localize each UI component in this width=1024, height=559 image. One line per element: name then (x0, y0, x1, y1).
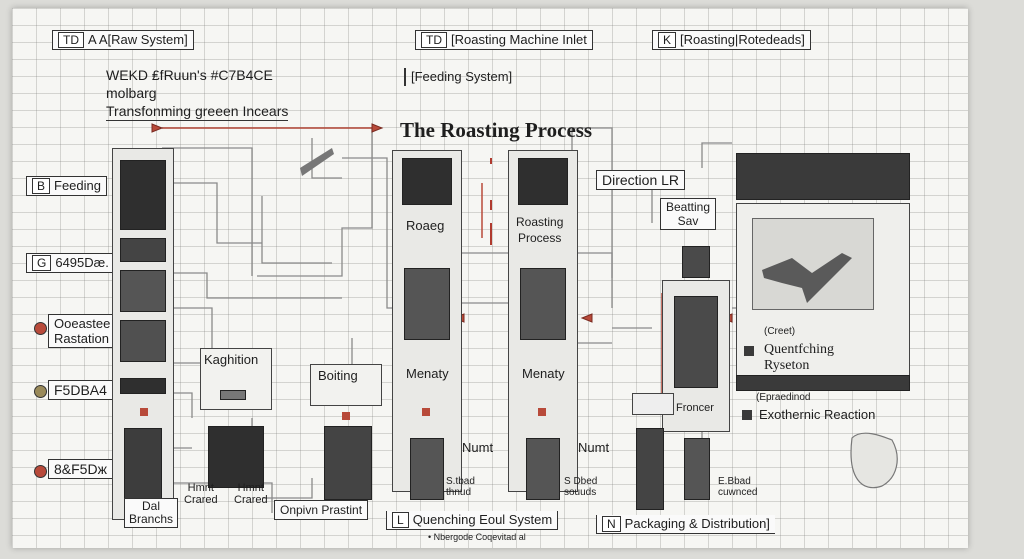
intro-line-3: Transfonming greeen Incears (106, 103, 289, 121)
mid-tick-2 (490, 200, 492, 210)
code3-indicator-dot (34, 465, 47, 478)
roaster-2-mid-window (520, 268, 566, 340)
left-label-code3: 8&F5Dж (48, 459, 113, 479)
roaster-column-1 (392, 150, 462, 492)
feeding-window-5 (120, 378, 166, 394)
left-label-rotation: Ooeastee Rastation (48, 314, 117, 348)
numt-label-1: Numt (462, 440, 494, 455)
quench-tank-array (736, 153, 910, 200)
rotation-indicator-dot (34, 322, 47, 335)
quench-flow-graphic (762, 253, 852, 303)
quenching-system-label: Quentfching Ryseton (764, 342, 834, 373)
roaster-1-drum-window (402, 158, 452, 205)
froncer-label: Froncer (676, 402, 714, 414)
diagram-board: TD A A[Raw System] TD [Roasting Machine In… (12, 8, 968, 548)
exothermic-square-marker (742, 410, 752, 420)
cooler-base (684, 438, 710, 500)
intro-line-2: molbarg (106, 85, 157, 101)
header-raw-system-text: A A[Raw System] (88, 32, 188, 47)
left-label-code1-text: 6495Dæ. (55, 255, 109, 270)
boiting-grate (324, 426, 372, 500)
header-roasting-inlet-tag: TD (421, 32, 447, 48)
header-raw-system: TD A A[Raw System] (52, 30, 194, 50)
roaster-1-mid-window (404, 268, 450, 340)
feeding-hopper-window (120, 160, 166, 230)
froncer-grate (636, 428, 664, 510)
beating-neck (682, 246, 710, 278)
header-roasting-inlet-text: [Roasting Machine Inlet (451, 32, 587, 47)
boiting-marker (342, 412, 350, 420)
mid-tick-1 (490, 158, 492, 164)
feeding-window-3 (120, 270, 166, 312)
header-raw-system-tag: TD (58, 32, 84, 48)
footer-packaging-text: Packaging & Distribution] (624, 516, 770, 531)
roaster-2-drum-window (518, 158, 568, 205)
feeding-base-grate (124, 428, 162, 505)
feeding-window-4 (120, 320, 166, 362)
epraedinod-label: (Epraedinod (756, 392, 811, 403)
kaghition-label: Kaghition (204, 352, 259, 367)
gland-label-2: S Dbed souuds (564, 476, 598, 498)
boiting-label: Boiting (318, 368, 358, 383)
hmnt-crared-1: Hmnt Crared (184, 482, 218, 506)
exothermic-reaction-label: Exothernic Reaction (759, 407, 876, 422)
feeding-marker (140, 408, 148, 416)
footer-packaging-tag: N (602, 516, 621, 532)
quench-square-marker (744, 346, 754, 356)
left-label-feeding-text: Feeding (54, 178, 101, 193)
roaeg-label: Roaeg (406, 218, 445, 233)
quench-rail (736, 375, 910, 391)
gland-label-1: S.tbad thnud (446, 476, 475, 498)
onpivn-prastint-label: Onpivn Prastint (274, 500, 369, 520)
footer-quenching-tag: L (392, 512, 409, 528)
header-roasting-inlet: TD [Roasting Machine Inlet (415, 30, 593, 50)
creet-label: (Creet) (764, 326, 796, 337)
left-label-feeding-tag: B (32, 178, 51, 194)
header-roasting-rotedeads-tag: K (658, 32, 677, 48)
menaty-label-2: Menaty (522, 366, 565, 381)
intro-block: WEKD ₤fRuun's #C7B4CE molbarg Transfonmi… (106, 66, 289, 121)
header-roasting-rotedeads: K[Roasting|Rotedeads] (652, 30, 811, 50)
roasting-process-label: Roasting Process (516, 215, 564, 245)
diagram-title: The Roasting Process (400, 118, 593, 142)
beatting-sav-label: Beatting Sav (660, 198, 717, 230)
roaster-1-marker (422, 408, 430, 416)
feeding-window-2 (120, 238, 166, 262)
footer-small-note: • Nbergode Coqevitad al (428, 532, 526, 542)
mid-tick-3 (490, 223, 492, 245)
boiting-housing (310, 364, 382, 406)
wiring-layer (151, 123, 898, 513)
menaty-label-1: Menaty (406, 366, 449, 381)
feeding-system-label: [Feeding System] (404, 68, 517, 86)
numt-label-2: Numt (578, 440, 610, 455)
left-label-code2: F5DBA4 (48, 380, 113, 400)
roaster-2-base (526, 438, 560, 500)
intro-line-1: WEKD ₤fRuun's #C7B4CE (106, 67, 273, 83)
roaster-2-marker (538, 408, 546, 416)
hmnt-crared-2: Hmnt Crared (234, 482, 268, 506)
header-roasting-rotedeads-text: [Roasting|Rotedeads] (680, 32, 805, 47)
froncer-small-box (632, 393, 674, 415)
left-label-code1-tag: G (32, 255, 52, 271)
roaster-1-base (410, 438, 444, 500)
code2-indicator-dot (34, 385, 47, 398)
footer-quenching-text: Quenching Eoul System (412, 512, 553, 527)
kaghition-slot (220, 390, 246, 400)
direction-label: Direction LR (596, 170, 686, 190)
kaghition-grate (208, 426, 264, 488)
dal-branchs-label: Dal Branchs (124, 498, 179, 528)
gland-label-3: E.Bbad cuwnced (718, 476, 758, 498)
cooler-window (674, 296, 718, 388)
